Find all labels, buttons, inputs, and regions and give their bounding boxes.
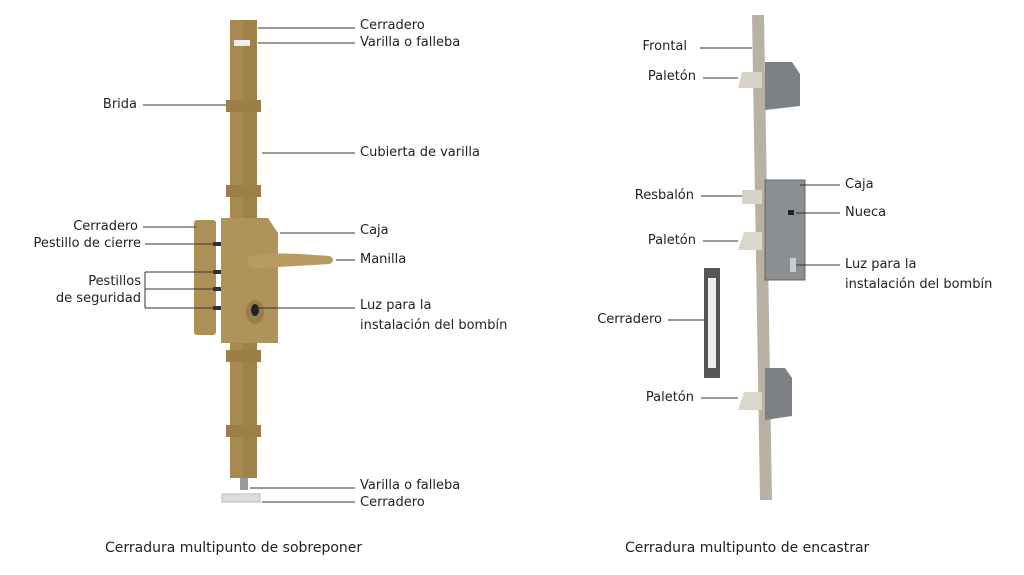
label-cerradero-bottom: Cerradero bbox=[360, 495, 425, 510]
label-luz-right-2: instalación del bombín bbox=[845, 277, 993, 292]
label-pestillos: Pestillos bbox=[88, 274, 141, 289]
label-luz-right-1: Luz para la bbox=[845, 257, 917, 272]
mortise-lock-illustration bbox=[704, 15, 806, 500]
label-de-seguridad: de seguridad bbox=[55, 291, 141, 306]
label-luz-2: instalación del bombín bbox=[360, 318, 508, 333]
label-caja-right: Caja bbox=[845, 177, 874, 192]
label-frontal: Frontal bbox=[642, 39, 687, 54]
caption-left: Cerradura multipunto de sobreponer bbox=[105, 540, 363, 556]
label-varilla-top: Varilla o falleba bbox=[360, 35, 461, 50]
leader-lines bbox=[143, 27, 840, 503]
label-nueca: Nueca bbox=[845, 205, 887, 220]
label-brida: Brida bbox=[102, 97, 137, 112]
label-manilla: Manilla bbox=[360, 252, 407, 267]
label-luz-1: Luz para la bbox=[360, 298, 432, 313]
caption-right: Cerradura multipunto de encastrar bbox=[625, 540, 870, 556]
label-resbalon: Resbalón bbox=[634, 188, 694, 203]
label-varilla-bottom: Varilla o falleba bbox=[360, 478, 461, 493]
label-caja: Caja bbox=[360, 223, 389, 238]
label-paleton-3: Paletón bbox=[645, 390, 694, 405]
label-cerradero-mid: Cerradero bbox=[73, 219, 138, 234]
label-paleton-2: Paletón bbox=[647, 233, 696, 248]
label-cubierta: Cubierta de varilla bbox=[360, 145, 480, 160]
label-paleton-1: Paletón bbox=[647, 69, 696, 84]
label-cerradero-right: Cerradero bbox=[597, 312, 662, 327]
label-pestillo-cierre: Pestillo de cierre bbox=[33, 236, 141, 251]
surface-lock-illustration bbox=[194, 20, 333, 503]
label-cerradero-top: Cerradero bbox=[360, 18, 425, 33]
